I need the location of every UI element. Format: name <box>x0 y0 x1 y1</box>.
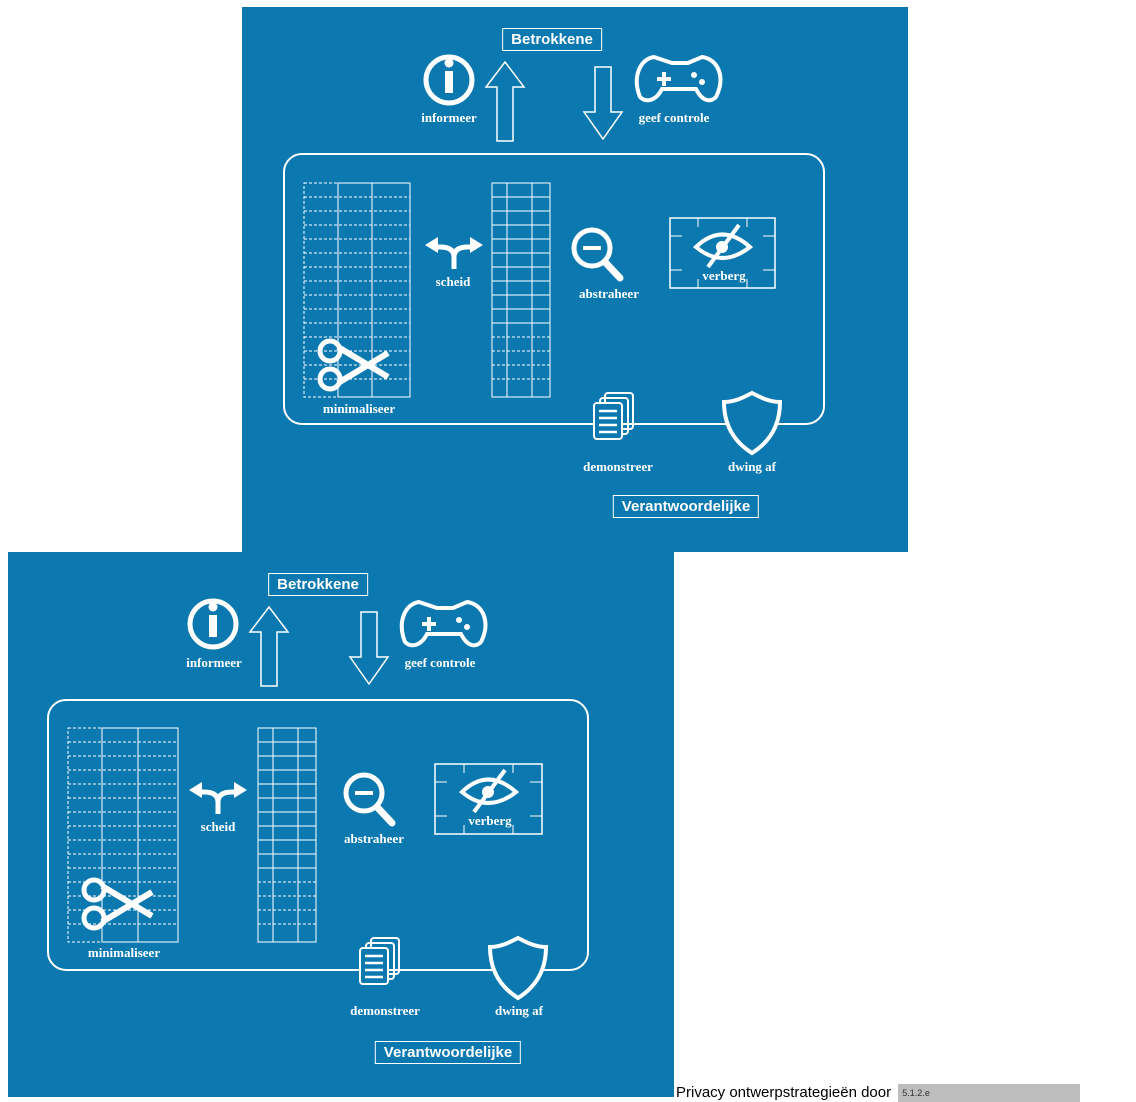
minimaliseer-label: minimaliseer <box>322 401 396 416</box>
minimaliseer-label: minimaliseer <box>87 945 161 960</box>
down-arrow-icon <box>348 611 390 686</box>
betrokkene-box: Betrokkene <box>502 28 602 51</box>
table-split-icon <box>491 182 551 398</box>
scissors-icon <box>81 877 154 931</box>
informeer-label: informeer <box>186 655 242 670</box>
split-arrows-icon <box>432 244 476 269</box>
shield-icon <box>487 935 549 1001</box>
scissors-icon <box>317 338 390 392</box>
verberg-box <box>669 217 776 289</box>
info-icon <box>187 598 239 650</box>
privacy-strategies-diagram-top: Betrokkene informeer geef controle schei… <box>242 7 908 552</box>
up-arrow-icon <box>484 60 526 142</box>
betrokkene-box: Betrokkene <box>268 573 368 596</box>
split-arrows-icon <box>196 789 240 814</box>
verberg-box <box>434 763 543 835</box>
abstraheer-label: abstraheer <box>579 286 639 301</box>
down-arrow-icon <box>582 66 624 141</box>
redaction-tag: 5.1.2.e <box>898 1084 1080 1102</box>
magnifier-minus-icon <box>571 227 624 282</box>
privacy-strategies-diagram-bottom: Betrokkene informeer geef controle schei… <box>8 552 674 1097</box>
gamepad-icon <box>399 599 488 648</box>
geef-controle-label: geef controle <box>404 655 476 670</box>
figure-caption: Privacy ontwerpstrategieën door 5.1.2.e <box>676 1084 1080 1102</box>
gamepad-icon <box>634 54 723 103</box>
caption-text: Privacy ontwerpstrategieën door <box>676 1083 892 1101</box>
diagram-graphics <box>283 54 825 456</box>
verberg-label: verberg <box>468 813 512 828</box>
demonstreer-label: demonstreer <box>583 459 653 474</box>
info-letter-icon <box>445 71 453 93</box>
system-frame <box>283 153 825 425</box>
diagram-graphics <box>47 598 589 1001</box>
dwing-af-label: dwing af <box>494 1003 544 1018</box>
verberg-label: verberg <box>702 268 746 283</box>
demonstreer-label: demonstreer <box>350 1003 420 1018</box>
split-arrow-left-head <box>425 237 438 253</box>
verantwoordelijke-box: Verantwoordelijke <box>374 1041 522 1064</box>
eye-pupil-icon <box>716 241 728 253</box>
split-arrow-left-head <box>189 782 202 798</box>
geef-controle-label: geef controle <box>638 110 710 125</box>
shield-icon <box>721 390 783 456</box>
scheid-label: scheid <box>200 819 236 834</box>
dwing-af-label: dwing af <box>727 459 777 474</box>
table-split-icon <box>257 727 317 943</box>
info-icon <box>423 54 475 106</box>
info-letter-icon <box>209 615 217 637</box>
scheid-label: scheid <box>435 274 471 289</box>
eye-pupil-icon <box>482 786 494 798</box>
split-arrow-right-head <box>234 782 247 798</box>
up-arrow-icon <box>248 605 290 687</box>
split-arrow-right-head <box>470 237 483 253</box>
abstraheer-label: abstraheer <box>344 831 404 846</box>
system-frame <box>47 699 589 971</box>
informeer-label: informeer <box>421 110 477 125</box>
verantwoordelijke-box: Verantwoordelijke <box>612 495 760 518</box>
magnifier-minus-icon <box>343 772 396 827</box>
